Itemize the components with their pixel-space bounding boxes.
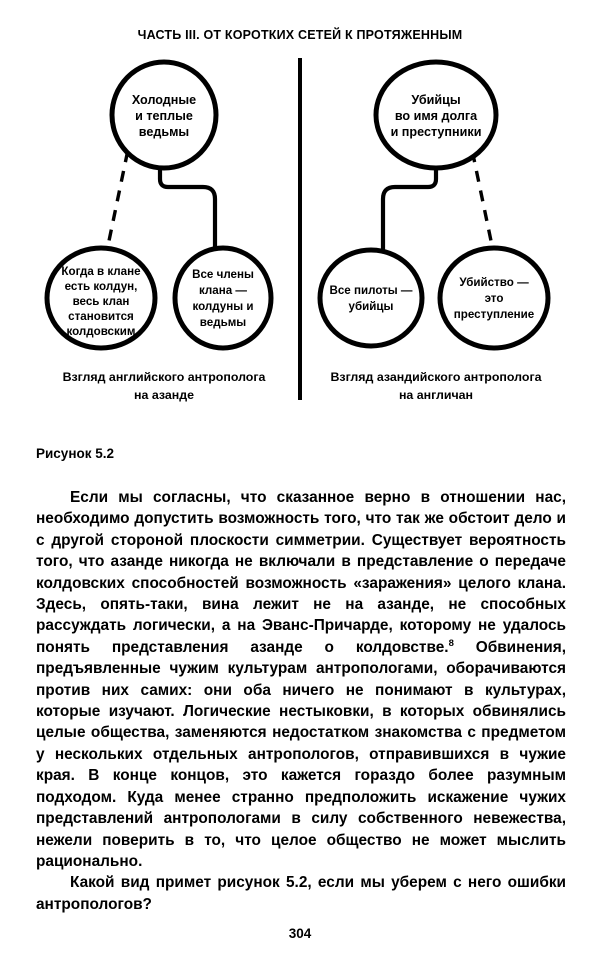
left-top-circle-line-3: ведьмы — [139, 125, 189, 139]
right-bottom-circle-2 — [437, 245, 551, 351]
paragraph-1-part-b: Обвинения, предъявленные чужим культурам… — [36, 638, 567, 870]
body-text: Если мы согласны, что сказанное верно в … — [36, 487, 566, 915]
right-bottom-circle-1-line-1: Все пилоты — — [329, 284, 412, 297]
running-head: ЧАСТЬ III. ОТ КОРОТКИХ СЕТЕЙ К ПРОТЯЖЕНН… — [137, 28, 463, 42]
left-bottom-circle-1-line-4: становится — [68, 310, 134, 323]
right-top-circle-line-2: во имя долга — [395, 109, 478, 123]
left-top-circle-line-1: Холодные — [132, 93, 196, 107]
left-bottom-circle-1-line-3: весь клан — [73, 295, 130, 308]
right-top-circle-line-3: и преступники — [391, 125, 482, 139]
right-top-circle-line-1: Убийцы — [411, 93, 460, 107]
left-solid-connector — [157, 92, 218, 264]
left-bottom-circle-1-line-5: колдовским — [66, 325, 135, 338]
right-bottom-circle-1-line-2: убийцы — [349, 300, 394, 313]
right-bottom-circle-2-line-2: это — [485, 292, 504, 305]
page-number: 304 — [288, 926, 312, 941]
right-caption-line-1: Взгляд азандийского антрополога — [330, 370, 541, 384]
right-top-circle — [373, 59, 499, 171]
left-bottom-circle-2-line-4: ведьмы — [200, 316, 246, 329]
left-bottom-circle-1-line-1: Когда в клане — [61, 265, 141, 278]
right-caption-line-2: на англичан — [399, 388, 473, 402]
paragraph-1: Если мы согласны, что сказанное верно в … — [36, 487, 566, 872]
left-caption-line-2: на азанде — [134, 388, 194, 402]
left-bottom-circle-2-line-3: колдуны и — [192, 300, 253, 313]
paragraph-1-part-a: Если мы согласны, что сказанное верно в … — [36, 489, 566, 656]
left-top-circle-line-2: и теплые — [135, 109, 193, 123]
left-caption-line-1: Взгляд английского антрополога — [63, 370, 266, 384]
figure-number-label: Рисунок 5.2 — [36, 446, 114, 461]
left-bottom-circle-2-line-2: клана — — [199, 284, 247, 297]
left-bottom-circle-2-line-1: Все члены — [192, 268, 254, 281]
right-bottom-circle-2-line-1: Убийство — — [459, 276, 529, 289]
right-bottom-circle-2-line-3: преступление — [454, 308, 535, 321]
left-bottom-circle-1-line-2: есть колдун, — [65, 280, 138, 293]
footnote-marker: 8 — [448, 637, 454, 649]
figure-5-2: Холодные и теплые ведьмы Когда в клане е… — [0, 52, 600, 412]
left-top-circle — [109, 59, 219, 171]
left-bottom-circle-2 — [172, 245, 274, 351]
left-bottom-circle-1 — [44, 245, 158, 351]
paragraph-2: Какой вид примет рисунок 5.2, если мы уб… — [36, 874, 566, 913]
right-solid-connector — [380, 92, 439, 264]
right-bottom-circle-1 — [317, 247, 425, 349]
